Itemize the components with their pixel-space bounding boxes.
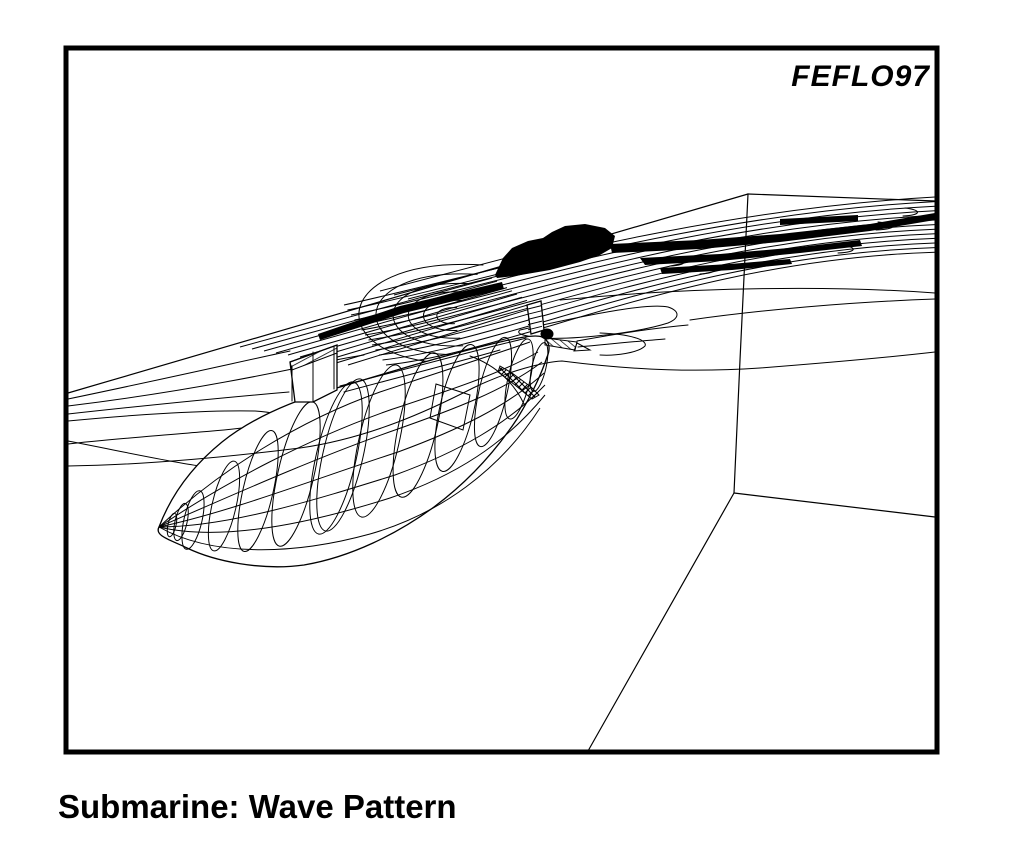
solver-label: FEFLO97 xyxy=(791,60,930,93)
propeller-hub xyxy=(540,328,554,340)
domain-floor-edge-right xyxy=(733,492,936,518)
deck-line xyxy=(339,337,527,387)
hull-outline xyxy=(157,335,550,568)
figure-caption: Submarine: Wave Pattern xyxy=(58,788,457,825)
deck-line-2 xyxy=(343,349,501,393)
stern-rudder-hatch xyxy=(527,305,543,331)
free-surface-right-edge xyxy=(747,193,936,202)
domain-vertical-corner-edge xyxy=(733,193,749,494)
tail-cone-hatch xyxy=(497,365,540,400)
stern-plane xyxy=(544,337,578,351)
wake-black-bands xyxy=(318,213,935,340)
sail xyxy=(289,344,338,403)
domain-box-edges xyxy=(67,193,936,752)
domain-floor-edge-left xyxy=(587,492,735,752)
hull-meridians xyxy=(158,341,546,551)
stern-appendages xyxy=(469,300,689,405)
hull-panel xyxy=(429,383,471,431)
free-surface-far-edge xyxy=(67,193,749,394)
near-surface-contour xyxy=(67,351,936,467)
